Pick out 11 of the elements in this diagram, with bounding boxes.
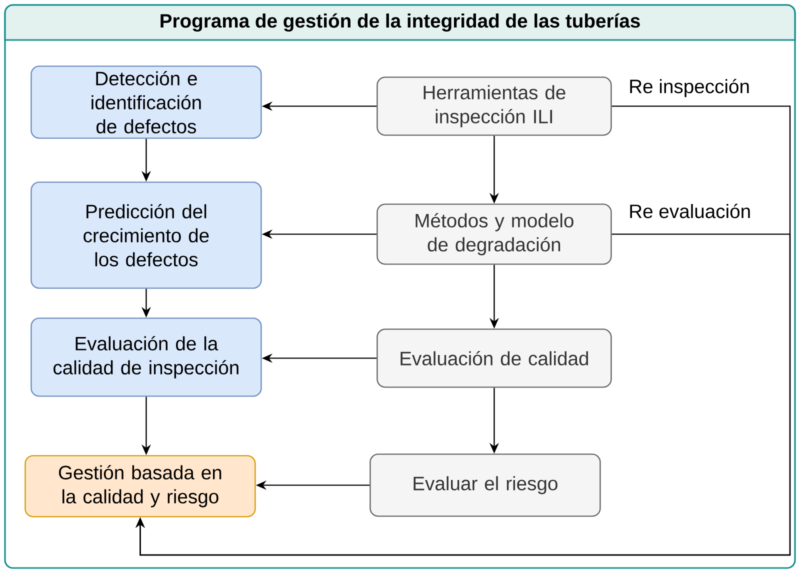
process-box: Evaluación de calidad	[376, 328, 612, 388]
process-box: Detección e identificación de defectos	[30, 66, 262, 139]
process-box: Evaluación de la calidad de inspección	[30, 318, 262, 397]
arrow	[135, 234, 791, 556]
process-box: Métodos y modelo de degradación	[376, 204, 612, 265]
process-box: Herramientas de inspección ILI	[376, 76, 612, 136]
process-box: Gestión basada en la calidad y riesgo	[24, 455, 256, 518]
edge-label: Re inspección	[627, 78, 752, 98]
edge-label: Re evaluación	[627, 202, 752, 220]
process-box: Evaluar el riesgo	[370, 454, 601, 517]
process-box: Predicción del crecimiento de los defectos	[30, 182, 262, 289]
